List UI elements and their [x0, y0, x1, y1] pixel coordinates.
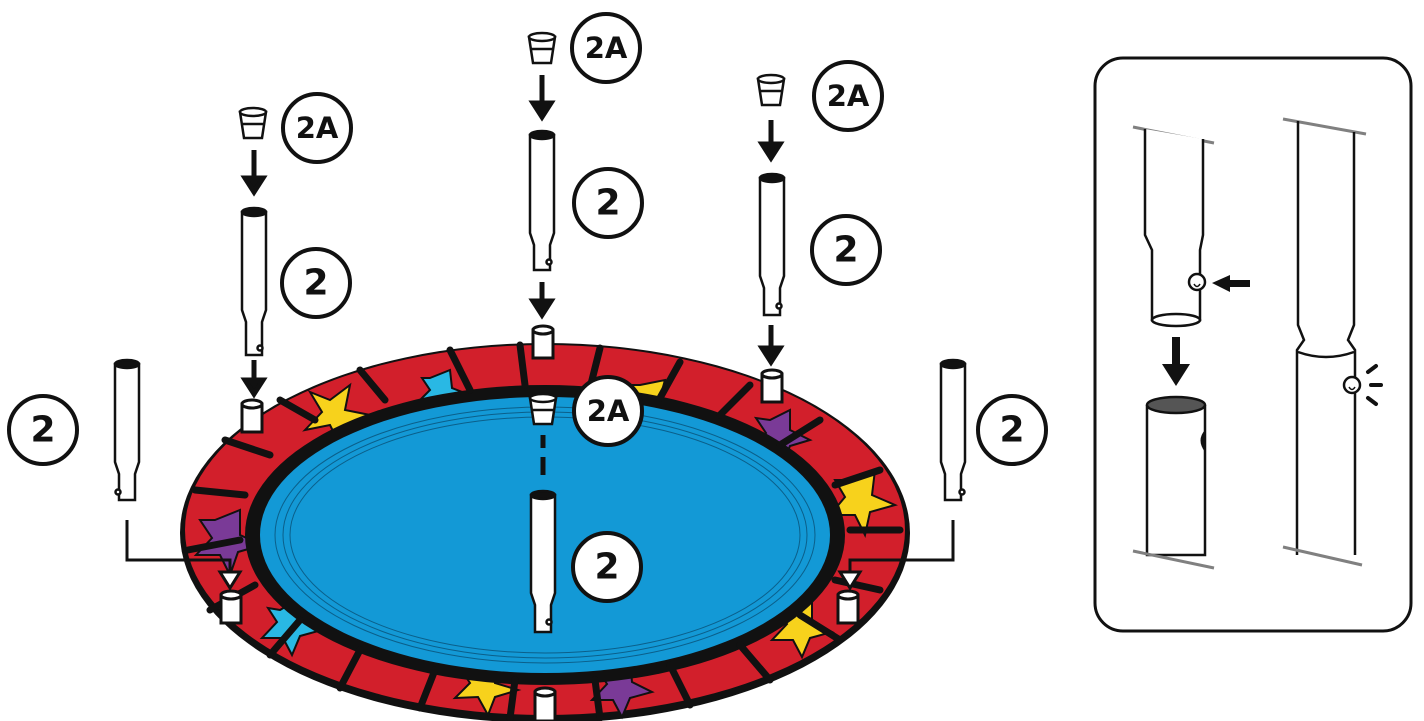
socket-back-right	[760, 368, 784, 404]
socket-back-left	[240, 398, 264, 434]
cap-front-center	[528, 392, 558, 426]
click-indicator-icon	[1366, 364, 1383, 406]
label-pole-left: 2	[7, 394, 79, 466]
label-text: 2	[594, 547, 619, 588]
pole-right	[939, 358, 967, 502]
part-labels: 2A 2 2A 2 2A 2 2 2	[7, 12, 1048, 603]
pole-back-left	[240, 206, 268, 357]
pole-back-center	[528, 129, 556, 272]
cap-back-left	[238, 106, 268, 140]
arrow-down-icon	[240, 75, 785, 475]
label-text: 2A	[585, 31, 628, 65]
detail-inset	[1093, 56, 1413, 633]
cap-icon	[238, 31, 786, 426]
detail-insertion	[1132, 125, 1250, 570]
label-pole-back-left: 2	[280, 247, 352, 319]
pole-front-center	[529, 489, 557, 634]
label-text: 2	[30, 410, 55, 451]
pole-icon	[113, 129, 967, 634]
label-text: 2	[303, 263, 328, 304]
label-text: 2A	[827, 79, 870, 113]
pole-left	[113, 358, 141, 502]
push-button-icon	[1187, 272, 1207, 292]
label-cap-front-center: 2A	[572, 375, 644, 447]
socket-front-center	[533, 686, 557, 721]
frame-sockets	[219, 324, 860, 721]
label-text: 2	[999, 410, 1024, 451]
label-pole-right: 2	[976, 394, 1048, 466]
socket-back-center	[531, 324, 555, 360]
label-text: 2A	[587, 394, 630, 428]
guide-arrows	[125, 520, 955, 591]
label-cap-back-right: 2A	[812, 60, 884, 132]
label-cap-back-center: 2A	[570, 12, 642, 84]
detail-assembled	[1282, 117, 1383, 567]
label-text: 2	[595, 183, 620, 224]
cap-back-center	[527, 31, 557, 65]
socket-front-left	[219, 589, 243, 625]
label-pole-back-center: 2	[572, 167, 644, 239]
label-text: 2A	[296, 111, 339, 145]
label-pole-back-right: 2	[810, 214, 882, 286]
push-button-icon	[1342, 375, 1362, 395]
label-text: 2	[833, 230, 858, 271]
label-cap-back-left: 2A	[281, 92, 353, 164]
label-pole-front-center: 2	[571, 531, 643, 603]
pole-back-right	[758, 172, 786, 317]
socket-front-right	[836, 589, 860, 625]
cap-back-right	[756, 73, 786, 107]
